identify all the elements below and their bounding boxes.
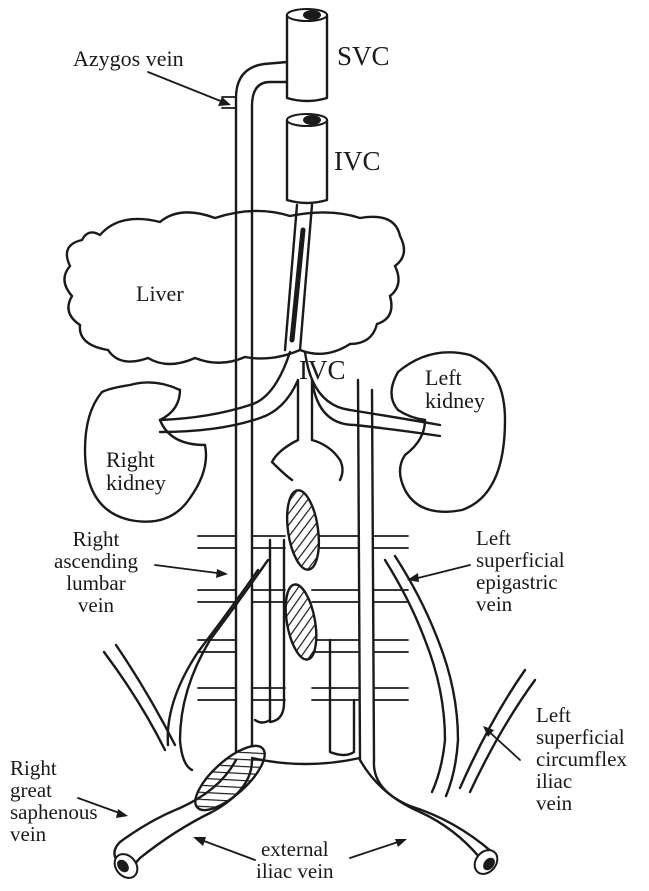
upper-vessels xyxy=(222,9,327,205)
right-great-saphenous-label: Right great saphenous vein xyxy=(10,757,98,845)
azygos-vein-label: Azygos vein xyxy=(73,47,184,70)
ivc-upper-label: IVC xyxy=(334,147,381,175)
liver-shape xyxy=(64,211,404,364)
thrombi xyxy=(186,488,323,820)
left-superficial-epigastric-label: Left superficial epigastric vein xyxy=(476,527,565,615)
right-ascending-lumbar-label: Right ascending lumbar vein xyxy=(54,528,138,616)
left-superficial-circumflex-iliac-label: Left superficial circumflex iliac vein xyxy=(536,704,627,814)
svc-label: SVC xyxy=(337,42,390,70)
right-kidney-label: Right kidney xyxy=(106,448,166,494)
liver-label: Liver xyxy=(136,282,184,305)
left-kidney-label: Left kidney xyxy=(425,366,485,412)
ivc-lower-label: IVC xyxy=(299,356,346,384)
side-vessels xyxy=(104,556,535,796)
external-iliac-label: external iliac vein xyxy=(256,838,334,882)
